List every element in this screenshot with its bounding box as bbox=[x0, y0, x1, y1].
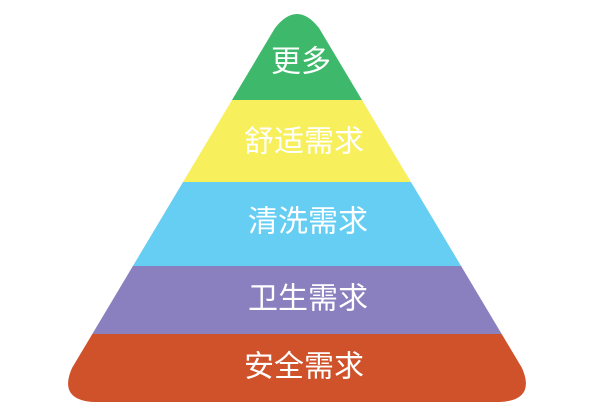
tier-label-4: 安全需求 bbox=[244, 350, 364, 385]
tier-band-3 bbox=[68, 266, 526, 334]
tier-label-1: 舒适需求 bbox=[244, 125, 364, 160]
tier-label-2: 清洗需求 bbox=[248, 205, 368, 240]
tier-label-3: 卫生需求 bbox=[248, 282, 368, 317]
tier-label-0: 更多 bbox=[271, 45, 331, 80]
tier-band-4 bbox=[68, 334, 526, 402]
